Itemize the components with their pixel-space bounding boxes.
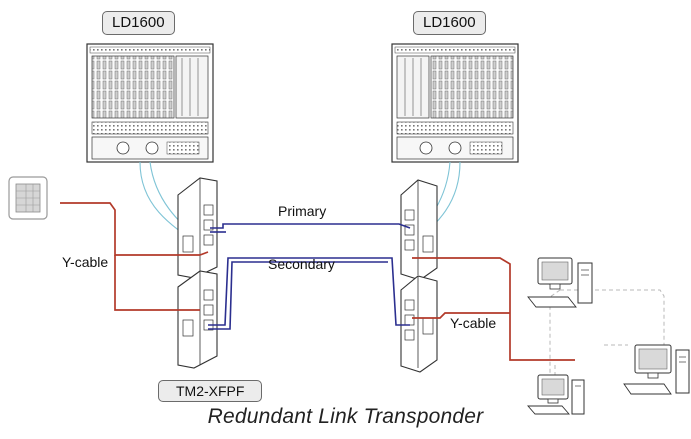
chassis-label-left: LD1600 [102,11,175,35]
lan-connections [549,289,665,380]
transponder-right-bottom [400,275,438,373]
y-cable-left-path [60,202,209,311]
chassis-label-right: LD1600 [413,11,486,35]
chassis-right [391,43,519,163]
workstation-2 [623,344,690,395]
transponder-right-top [400,179,438,281]
y-cable-label-left: Y-cable [62,254,109,270]
module-label: TM2-XFPF [158,380,263,402]
chassis-left [86,43,214,163]
y-cable-right-path [412,257,575,361]
diagram-caption: Redundant Link Transponder [207,405,484,428]
transponder-left-bottom [177,270,218,369]
primary-link [210,223,411,233]
y-cable-label-right: Y-cable [450,315,497,331]
secondary-link-label: Secondary [268,256,335,272]
secondary-link [208,257,410,330]
primary-link-label: Primary [278,203,327,219]
workstation-1 [527,257,593,308]
workstation-3 [527,374,585,415]
client-device-left [8,176,48,220]
